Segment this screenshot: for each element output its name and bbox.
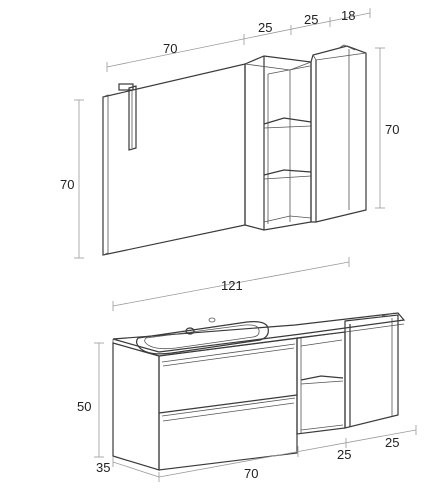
dim-mirror-height: 70 — [60, 177, 74, 192]
open-shelf-unit-lower — [296, 331, 346, 435]
vanity-depth-dim-line — [112, 461, 160, 478]
top-width-dim-line — [106, 12, 371, 68]
dim-tall-cabinet-height: 70 — [385, 122, 399, 137]
dim-countertop-width: 121 — [221, 278, 243, 293]
mirror-panel — [102, 63, 246, 256]
drawer-cabinet — [112, 337, 298, 471]
light-fixture — [118, 83, 137, 151]
lower-assembly — [112, 312, 406, 471]
dim-upper-shelf-width: 25 — [258, 20, 272, 35]
dim-tall-cabinet-width: 25 — [304, 12, 318, 27]
countertop — [112, 312, 406, 353]
dim-vanity-height: 50 — [77, 399, 91, 414]
open-shelf-unit-upper — [244, 55, 312, 231]
dim-side-cabinet-width: 25 — [385, 435, 399, 450]
dim-drawer-unit-width: 70 — [244, 466, 258, 481]
bottom-width-dim-line — [158, 429, 417, 478]
dim-vanity-depth: 35 — [96, 460, 110, 475]
lower-dimensions: 121 50 35 70 25 25 — [77, 257, 417, 482]
dim-tall-cabinet-depth: 18 — [341, 8, 355, 23]
tall-wall-cabinet — [310, 44, 367, 223]
side-base-cabinet — [344, 312, 399, 429]
dim-lower-shelf-width: 25 — [337, 447, 351, 462]
mirror-thickness — [102, 94, 109, 256]
washbasin — [135, 317, 269, 355]
upper-dimensions: 70 25 25 18 70 70 — [60, 8, 399, 259]
dim-mirror-width: 70 — [163, 41, 177, 56]
upper-assembly — [102, 44, 367, 256]
countertop-width-dim-line — [112, 261, 350, 307]
